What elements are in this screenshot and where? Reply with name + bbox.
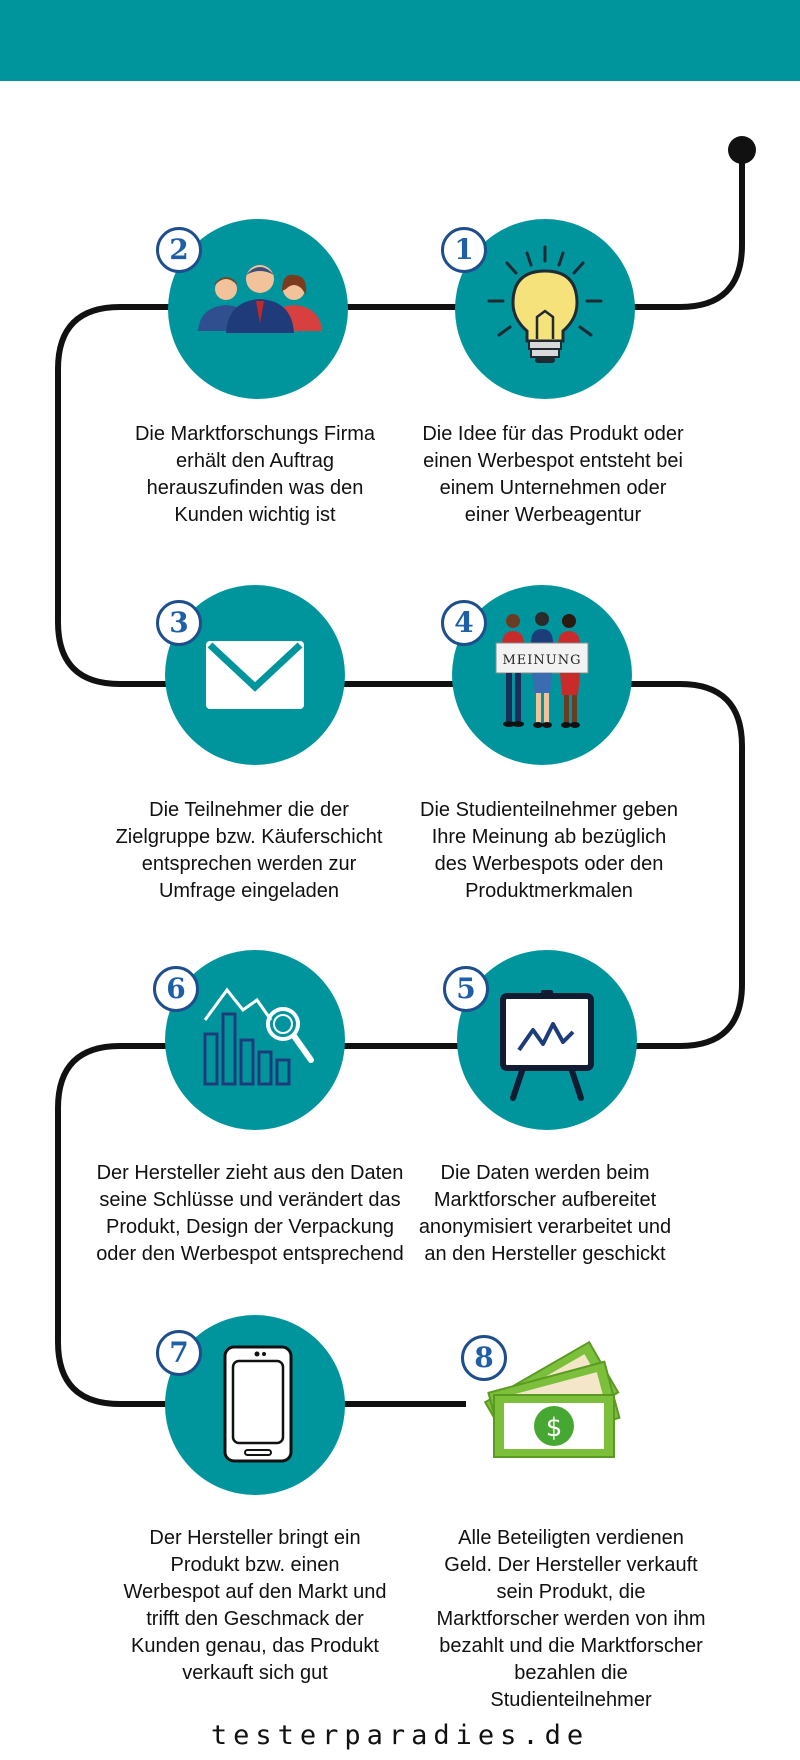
step-7-text: Der Hersteller bringt ein Produkt bzw. e…: [123, 1527, 387, 1684]
step-1-text: Die Idee für das Produkt oder einen Werb…: [422, 423, 684, 526]
step-1-badge: 1: [441, 227, 487, 273]
step-2-badge: 2: [156, 227, 202, 273]
envelope-icon: [206, 641, 304, 709]
step-7-badge: 7: [156, 1330, 202, 1376]
path-start-dot: [728, 136, 756, 164]
path-line: [55, 150, 745, 1407]
step-8-badge: 8: [461, 1335, 507, 1381]
opinion-sign-label: MEINUNG: [502, 653, 581, 668]
opinion-sign-icon: MEINUNG: [495, 612, 589, 728]
svg-text:$: $: [546, 1413, 563, 1443]
header-bar: [0, 0, 800, 81]
step-6-badge: 6: [153, 966, 199, 1012]
step-3-text: Die Teilnehmer die der Zielgruppe bzw. K…: [115, 799, 383, 902]
step-4-circle: MEINUNG: [452, 585, 632, 765]
smartphone-icon: [223, 1345, 293, 1463]
money-bills-icon: $: [483, 1340, 621, 1458]
step-6-text: Der Hersteller zieht aus den Daten seine…: [96, 1162, 404, 1265]
step-4-text: Die Studienteilnehmer geben Ihre Meinung…: [420, 799, 678, 902]
step-4-badge: 4: [441, 600, 487, 646]
step-8-text: Alle Beteiligten verdienen Geld. Der Her…: [436, 1527, 706, 1711]
presentation-board-icon: [500, 990, 594, 1101]
team-icon: [198, 265, 322, 333]
lightbulb-icon: [487, 245, 603, 363]
step-2-text: Die Marktforschungs Firma erhält den Auf…: [134, 423, 376, 526]
chart-magnifier-icon: [203, 987, 314, 1086]
footer-brand: testerparadies.de: [210, 1720, 590, 1751]
step-5-badge: 5: [443, 966, 489, 1012]
step-1-circle: [455, 219, 635, 399]
step-5-text: Die Daten werden beim Marktforscher aufb…: [418, 1162, 672, 1265]
step-3-badge: 3: [156, 600, 202, 646]
